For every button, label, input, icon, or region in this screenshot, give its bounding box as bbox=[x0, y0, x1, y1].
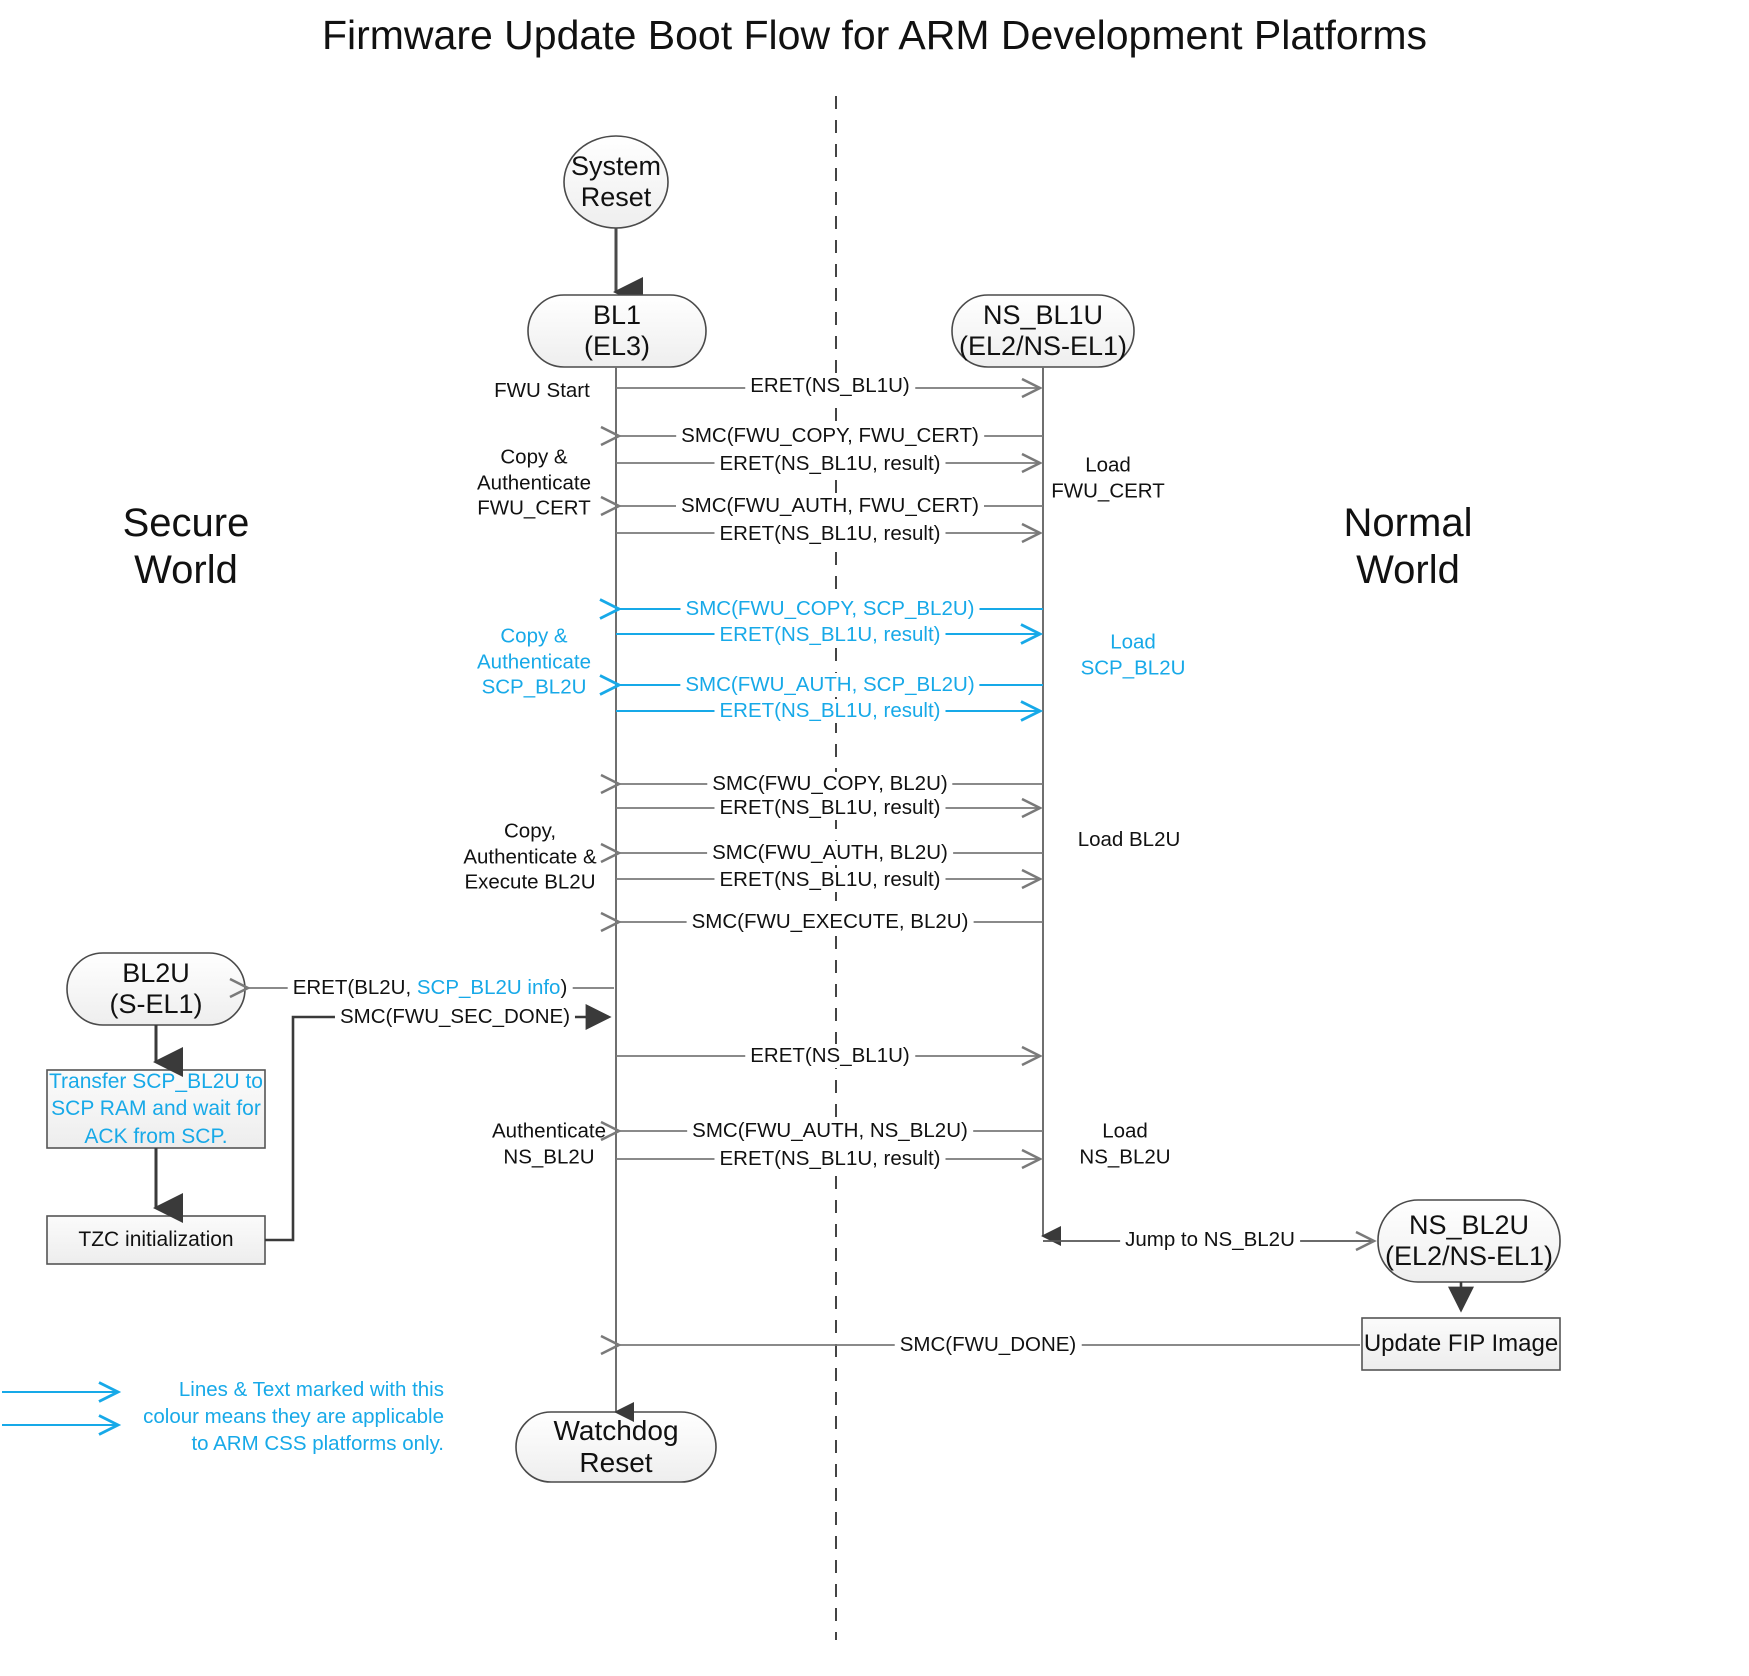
m15-suffix: ) bbox=[560, 976, 568, 999]
node-system-reset bbox=[563, 135, 669, 229]
message-label-m08: SMC(FWU_AUTH, SCP_BL2U) bbox=[680, 673, 980, 697]
legend-line-2: colour means they are applicable bbox=[143, 1405, 444, 1429]
normal-world-label: Normal World bbox=[1344, 500, 1473, 594]
secure-world-line2: World bbox=[134, 548, 238, 593]
message-label-m07: ERET(NS_BL1U, result) bbox=[714, 623, 946, 647]
box-transfer-scp bbox=[46, 1069, 266, 1149]
right-label-load-scp-bl2u-l1: Load bbox=[1110, 630, 1156, 654]
legend-text: Lines & Text marked with this colour mea… bbox=[130, 1376, 444, 1457]
left-label-authenticate-ns-bl2u-l2: NS_BL2U bbox=[503, 1145, 595, 1168]
left-label-copy-auth-exec-bl2u: Copy, Authenticate & Execute BL2U bbox=[463, 819, 596, 896]
message-label-m05: ERET(NS_BL1U, result) bbox=[714, 522, 946, 546]
node-bl1 bbox=[527, 294, 707, 368]
left-label-copy-auth-exec-bl2u-l1: Copy, bbox=[503, 819, 557, 843]
m15-cyan-part: SCP_BL2U info bbox=[416, 976, 561, 999]
left-label-fwu-start: FWU Start bbox=[494, 379, 590, 403]
left-label-copy-auth-scp-bl2u-l3: SCP_BL2U bbox=[481, 675, 587, 699]
message-label-m06: SMC(FWU_COPY, SCP_BL2U) bbox=[680, 597, 980, 621]
left-label-copy-auth-scp-bl2u-l1: Copy & bbox=[500, 624, 568, 648]
message-label-m11: ERET(NS_BL1U, result) bbox=[714, 796, 946, 820]
box-update-fip bbox=[1361, 1317, 1561, 1371]
message-label-m10: SMC(FWU_COPY, BL2U) bbox=[707, 772, 953, 796]
message-label-m18: SMC(FWU_AUTH, NS_BL2U) bbox=[687, 1119, 973, 1143]
legend-line-1: Lines & Text marked with this bbox=[178, 1378, 444, 1401]
right-label-load-ns-bl2u: Load NS_BL2U bbox=[1079, 1118, 1170, 1169]
message-label-m09: ERET(NS_BL1U, result) bbox=[714, 699, 946, 723]
message-label-m03: ERET(NS_BL1U, result) bbox=[714, 452, 946, 476]
left-label-copy-auth-exec-bl2u-l3: Execute BL2U bbox=[464, 870, 596, 894]
normal-world-line1: Normal bbox=[1343, 501, 1473, 545]
legend-line-3: to ARM CSS platforms only. bbox=[191, 1432, 444, 1456]
right-label-load-scp-bl2u: Load SCP_BL2U bbox=[1081, 629, 1186, 680]
message-label-m02: SMC(FWU_COPY, FWU_CERT) bbox=[676, 424, 984, 448]
message-label-m13: ERET(NS_BL1U, result) bbox=[714, 868, 946, 892]
node-ns-bl1u bbox=[951, 294, 1135, 368]
left-label-copy-auth-exec-bl2u-l2: Authenticate & bbox=[463, 845, 597, 869]
message-label-m20: Jump to NS_BL2U bbox=[1120, 1228, 1300, 1252]
message-label-m16: SMC(FWU_SEC_DONE) bbox=[334, 1005, 576, 1029]
m15-prefix: ERET(BL2U, bbox=[292, 976, 417, 999]
secure-world-label: Secure World bbox=[123, 500, 250, 594]
right-label-load-fwu-cert: Load FWU_CERT bbox=[1051, 452, 1165, 503]
left-label-authenticate-ns-bl2u-l1: Authenticate bbox=[492, 1119, 606, 1143]
message-label-m19: ERET(NS_BL1U, result) bbox=[714, 1147, 946, 1171]
message-label-m01: ERET(NS_BL1U) bbox=[745, 374, 915, 398]
left-label-copy-auth-fwu-cert: Copy & Authenticate FWU_CERT bbox=[477, 445, 591, 522]
right-label-load-ns-bl2u-l2: NS_BL2U bbox=[1079, 1145, 1171, 1168]
page-title: Firmware Update Boot Flow for ARM Develo… bbox=[321, 12, 1428, 58]
left-label-copy-auth-fwu-cert-l2: Authenticate bbox=[477, 471, 591, 495]
message-label-m17: ERET(NS_BL1U) bbox=[745, 1044, 915, 1068]
right-label-load-bl2u: Load BL2U bbox=[1077, 828, 1181, 852]
message-label-m04: SMC(FWU_AUTH, FWU_CERT) bbox=[676, 494, 984, 518]
right-label-load-fwu-cert-l2: FWU_CERT bbox=[1051, 479, 1165, 502]
left-label-copy-auth-scp-bl2u-l2: Authenticate bbox=[477, 650, 591, 674]
left-label-authenticate-ns-bl2u: Authenticate NS_BL2U bbox=[492, 1118, 606, 1169]
box-tzc-init bbox=[46, 1215, 266, 1265]
right-label-load-ns-bl2u-l1: Load bbox=[1102, 1119, 1148, 1143]
message-label-m14: SMC(FWU_EXECUTE, BL2U) bbox=[686, 910, 974, 934]
message-label-m15: ERET(BL2U, SCP_BL2U info) bbox=[287, 976, 573, 1000]
right-label-load-fwu-cert-l1: Load bbox=[1085, 453, 1131, 477]
node-watchdog-reset bbox=[515, 1411, 717, 1483]
normal-world-line2: World bbox=[1356, 548, 1460, 593]
message-label-m12: SMC(FWU_AUTH, BL2U) bbox=[707, 841, 953, 865]
node-bl2u bbox=[66, 952, 246, 1026]
secure-world-line1: Secure bbox=[122, 501, 250, 545]
left-label-copy-auth-fwu-cert-l1: Copy & bbox=[500, 445, 568, 469]
message-label-m21: SMC(FWU_DONE) bbox=[894, 1333, 1082, 1357]
node-ns-bl2u bbox=[1377, 1199, 1561, 1283]
right-label-load-scp-bl2u-l2: SCP_BL2U bbox=[1080, 656, 1186, 679]
left-label-copy-auth-fwu-cert-l3: FWU_CERT bbox=[477, 496, 591, 520]
left-label-copy-auth-scp-bl2u: Copy & Authenticate SCP_BL2U bbox=[477, 624, 591, 701]
